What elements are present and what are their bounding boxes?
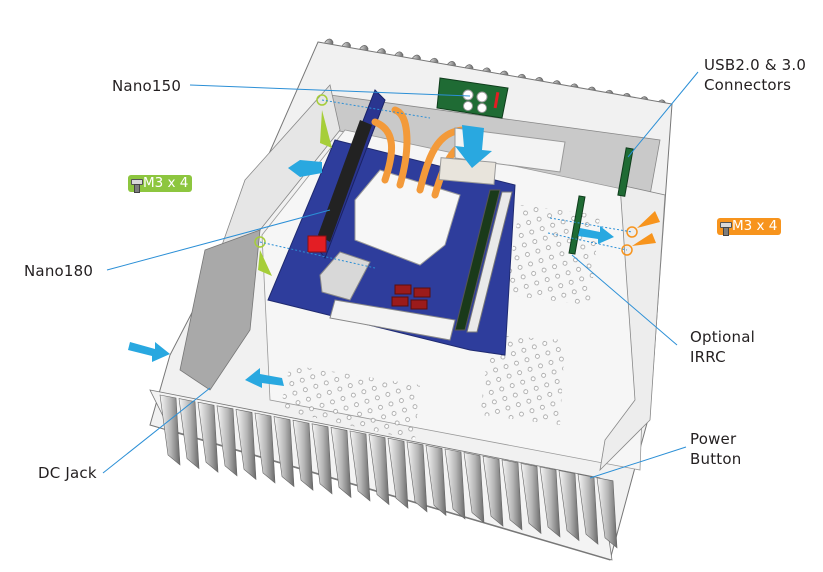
screw-icon bbox=[130, 177, 143, 193]
screw-icon bbox=[719, 220, 732, 236]
front-fin bbox=[349, 430, 371, 502]
arrow-down bbox=[455, 125, 492, 168]
screw-badge-orange: M3 x 4 bbox=[717, 218, 782, 236]
screw-badge-green-text: M3 x 4 bbox=[143, 175, 189, 191]
usb-connector-board bbox=[617, 147, 634, 197]
leader-usb bbox=[627, 71, 699, 158]
arrow-left-lower bbox=[245, 368, 284, 388]
front-fin bbox=[311, 423, 333, 495]
leader-nano180 bbox=[106, 209, 331, 271]
front-fin bbox=[577, 473, 599, 545]
label-power-line1: Power bbox=[690, 430, 737, 448]
front-fin bbox=[387, 437, 409, 509]
front-fin bbox=[368, 434, 390, 506]
front-fin bbox=[273, 416, 295, 488]
front-fin bbox=[539, 466, 561, 538]
front-fin bbox=[482, 455, 504, 527]
label-usb-connectors: USB2.0 & 3.0 Connectors bbox=[704, 55, 806, 95]
label-nano150: Nano150 bbox=[112, 77, 182, 95]
screw-badge-orange-text: M3 x 4 bbox=[732, 218, 778, 234]
front-fin bbox=[178, 398, 200, 470]
front-fin bbox=[425, 445, 447, 517]
label-power-button: Power Button bbox=[690, 429, 741, 469]
screw-badge-green: M3 x 4 bbox=[128, 175, 193, 193]
nano150-board bbox=[436, 77, 509, 119]
front-fin bbox=[520, 463, 542, 535]
leader-irrc bbox=[571, 254, 678, 346]
vent-holes-front bbox=[280, 365, 420, 440]
front-fin bbox=[596, 477, 618, 549]
label-nano180: Nano180 bbox=[24, 262, 94, 280]
arrow-dc-jack bbox=[128, 342, 170, 362]
front-fin bbox=[159, 394, 181, 466]
leader-power-button bbox=[589, 446, 687, 479]
chipset-heatsink bbox=[319, 251, 371, 301]
front-fin bbox=[558, 470, 580, 542]
front-fin bbox=[197, 401, 219, 473]
front-fin bbox=[330, 427, 352, 499]
label-dc-jack: DC Jack bbox=[38, 464, 97, 482]
front-fin bbox=[444, 448, 466, 520]
label-irrc-line2: IRRC bbox=[690, 348, 726, 366]
front-fin bbox=[501, 459, 523, 531]
vent-holes-right-top bbox=[505, 205, 600, 305]
leader-nano150 bbox=[189, 84, 471, 97]
assembly-arrows-blue bbox=[128, 125, 614, 388]
arrow-left-upper bbox=[288, 160, 322, 177]
front-fin bbox=[235, 409, 257, 481]
front-fin bbox=[463, 452, 485, 524]
front-fin bbox=[216, 405, 238, 477]
leader-dc-jack bbox=[102, 387, 211, 474]
irrc-board bbox=[568, 195, 586, 255]
green-screw-markers bbox=[254, 94, 431, 276]
front-heatsink-fins bbox=[149, 389, 618, 561]
label-power-line2: Button bbox=[690, 450, 742, 468]
label-optional-irrc: Optional IRRC bbox=[690, 327, 755, 367]
label-irrc-line1: Optional bbox=[690, 328, 756, 346]
vent-holes-right-bottom bbox=[480, 335, 565, 425]
front-fin bbox=[254, 412, 276, 484]
arrow-right bbox=[578, 226, 614, 244]
label-usb-line2: Connectors bbox=[704, 76, 792, 94]
front-fin bbox=[406, 441, 428, 513]
orange-screw-markers bbox=[547, 211, 660, 256]
motherboard bbox=[267, 89, 566, 356]
leader-lines bbox=[102, 71, 699, 479]
red-port bbox=[307, 235, 327, 253]
label-usb-line1: USB2.0 & 3.0 bbox=[704, 56, 807, 74]
front-fin bbox=[292, 419, 314, 491]
